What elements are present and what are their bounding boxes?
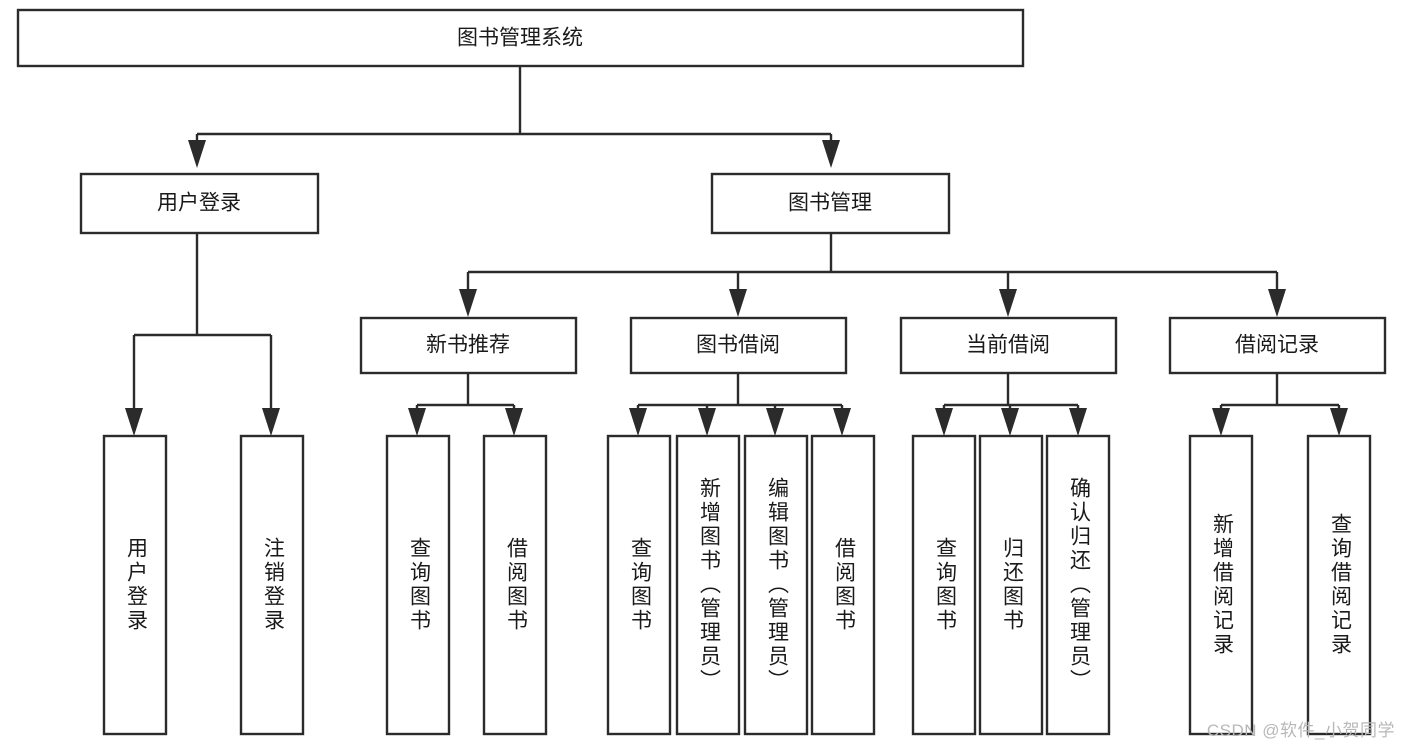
node-new-book-recommend[interactable]: 新书推荐 bbox=[359, 316, 578, 375]
node-leaf-user-login-box[interactable] bbox=[102, 434, 168, 736]
arrow-to-leaf-borrow-book-2 bbox=[833, 408, 851, 436]
node-leaf-borrow-book-2[interactable]: 借阅图书 bbox=[810, 434, 876, 736]
node-leaf-query-book-1-label: 查询图书 bbox=[407, 537, 431, 633]
node-leaf-edit-book[interactable]: 编辑图书（管理员） bbox=[743, 434, 809, 736]
node-leaf-confirm-return[interactable]: 确认归还（管理员） bbox=[1045, 434, 1111, 736]
node-book-borrow-label: 图书借阅 bbox=[696, 334, 780, 357]
node-root-box[interactable] bbox=[16, 8, 1025, 68]
node-leaf-query-book-1[interactable]: 查询图书 bbox=[385, 434, 451, 736]
node-leaf-add-book-label: 新增图书（管理员） bbox=[697, 477, 721, 693]
node-book-manage-label: 图书管理 bbox=[788, 192, 872, 215]
node-new-book-recommend-label: 新书推荐 bbox=[426, 334, 510, 357]
node-leaf-edit-book-box[interactable] bbox=[743, 434, 809, 736]
node-leaf-user-login[interactable]: 用户登录 bbox=[102, 434, 168, 736]
node-leaf-query-record[interactable]: 查询借阅记录 bbox=[1306, 434, 1372, 736]
node-leaf-logout-login-box[interactable] bbox=[239, 434, 305, 736]
node-leaf-return-book[interactable]: 归还图书 bbox=[978, 434, 1044, 736]
node-leaf-confirm-return-label: 确认归还（管理员） bbox=[1067, 477, 1091, 693]
node-leaf-query-book-2[interactable]: 查询图书 bbox=[606, 434, 672, 736]
node-book-manage-box[interactable] bbox=[710, 172, 951, 235]
arrow-to-user-login bbox=[188, 140, 206, 168]
node-leaf-add-record[interactable]: 新增借阅记录 bbox=[1188, 434, 1254, 736]
arrow-to-book-manage bbox=[822, 140, 840, 168]
node-leaf-query-book-1-box[interactable] bbox=[385, 434, 451, 736]
node-leaf-logout-login-label: 注销登录 bbox=[261, 537, 285, 633]
node-root-label: 图书管理系统 bbox=[457, 27, 583, 50]
node-leaf-query-book-3[interactable]: 查询图书 bbox=[911, 434, 977, 736]
node-leaf-confirm-return-box[interactable] bbox=[1045, 434, 1111, 736]
node-current-borrow-label: 当前借阅 bbox=[966, 334, 1050, 357]
node-leaf-query-book-3-label: 查询图书 bbox=[933, 537, 957, 633]
node-leaf-borrow-book-2-box[interactable] bbox=[810, 434, 876, 736]
node-book-manage[interactable]: 图书管理 bbox=[710, 172, 951, 235]
node-leaf-add-book-box[interactable] bbox=[675, 434, 741, 736]
node-leaf-query-book-3-box[interactable] bbox=[911, 434, 977, 736]
node-leaf-add-record-box[interactable] bbox=[1188, 434, 1254, 736]
node-leaf-query-record-box[interactable] bbox=[1306, 434, 1372, 736]
arrow-to-leaf-user-login bbox=[125, 408, 143, 436]
node-leaf-edit-book-label: 编辑图书（管理员） bbox=[765, 477, 789, 693]
arrow-to-leaf-add-record bbox=[1212, 408, 1230, 436]
arrow-to-leaf-return-book bbox=[1001, 408, 1019, 436]
arrow-to-leaf-confirm-return bbox=[1069, 408, 1087, 436]
node-borrow-record-label: 借阅记录 bbox=[1235, 334, 1319, 357]
arrow-to-leaf-edit-book bbox=[766, 408, 784, 436]
node-leaf-borrow-book-1-box[interactable] bbox=[482, 434, 548, 736]
connector-layer bbox=[125, 66, 1348, 436]
arrow-to-leaf-query-book-1 bbox=[408, 408, 426, 436]
arrow-to-book-borrow bbox=[729, 289, 747, 317]
node-leaf-add-book[interactable]: 新增图书（管理员） bbox=[675, 434, 741, 736]
arrow-to-leaf-borrow-book-1 bbox=[505, 408, 523, 436]
node-leaf-user-login-label: 用户登录 bbox=[124, 537, 148, 633]
node-current-borrow-box[interactable] bbox=[899, 316, 1118, 375]
node-user-login-box[interactable] bbox=[79, 172, 320, 235]
arrow-to-leaf-query-record bbox=[1330, 408, 1348, 436]
node-leaf-query-book-2-label: 查询图书 bbox=[628, 537, 652, 633]
arrow-to-leaf-logout-login bbox=[262, 408, 280, 436]
node-current-borrow[interactable]: 当前借阅 bbox=[899, 316, 1118, 375]
node-user-login-label: 用户登录 bbox=[157, 192, 241, 215]
node-leaf-return-book-box[interactable] bbox=[978, 434, 1044, 736]
node-leaf-logout-login[interactable]: 注销登录 bbox=[239, 434, 305, 736]
node-leaf-return-book-label: 归还图书 bbox=[1000, 537, 1024, 633]
node-root[interactable]: 图书管理系统 bbox=[16, 8, 1025, 68]
arrow-to-leaf-add-book bbox=[698, 408, 716, 436]
node-leaf-query-record-label: 查询借阅记录 bbox=[1328, 513, 1352, 657]
node-leaf-add-record-label: 新增借阅记录 bbox=[1210, 513, 1234, 657]
node-book-borrow-box[interactable] bbox=[629, 316, 848, 375]
arrow-to-leaf-query-book-2 bbox=[629, 408, 647, 436]
node-borrow-record[interactable]: 借阅记录 bbox=[1168, 316, 1387, 375]
node-leaf-borrow-book-1-label: 借阅图书 bbox=[504, 537, 528, 633]
node-book-borrow[interactable]: 图书借阅 bbox=[629, 316, 848, 375]
arrow-to-leaf-query-book-3 bbox=[935, 408, 953, 436]
node-new-book-recommend-box[interactable] bbox=[359, 316, 578, 375]
arrow-to-current-borrow bbox=[999, 289, 1017, 317]
node-leaf-borrow-book-1[interactable]: 借阅图书 bbox=[482, 434, 548, 736]
node-leaf-query-book-2-box[interactable] bbox=[606, 434, 672, 736]
node-borrow-record-box[interactable] bbox=[1168, 316, 1387, 375]
node-leaf-borrow-book-2-label: 借阅图书 bbox=[832, 537, 856, 633]
arrow-to-borrow-record bbox=[1268, 289, 1286, 317]
node-user-login[interactable]: 用户登录 bbox=[79, 172, 320, 235]
arrow-to-new-book-recommend bbox=[459, 289, 477, 317]
